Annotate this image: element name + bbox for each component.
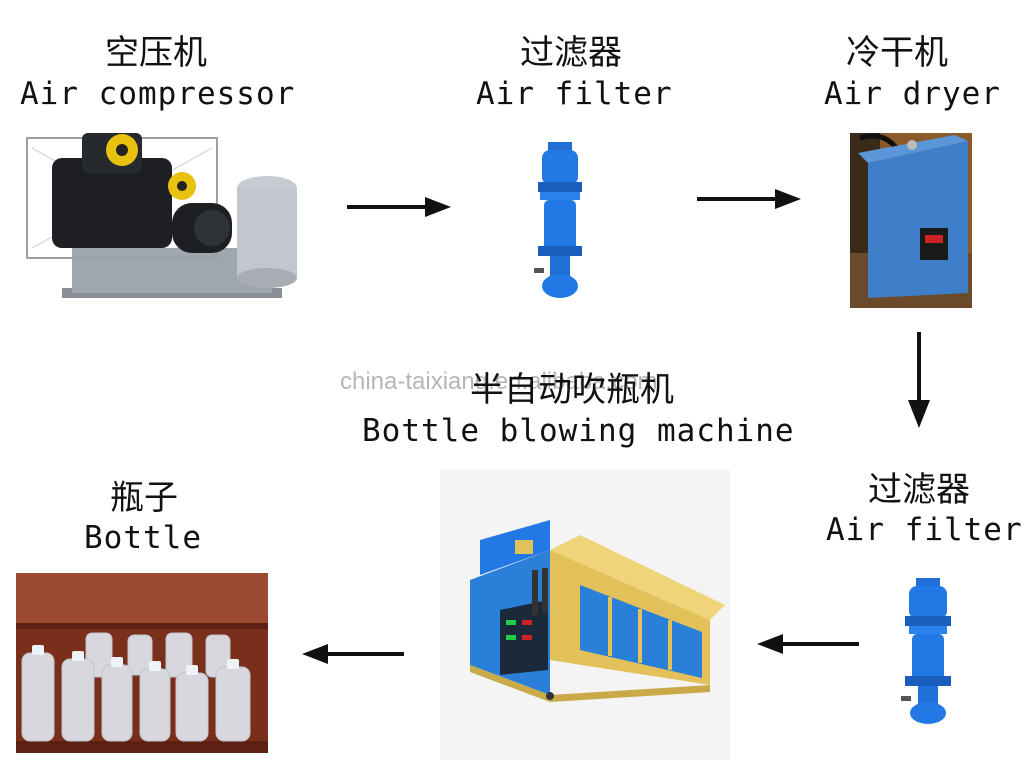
- bottle-label-en: Bottle: [84, 520, 202, 556]
- bottles-image: [16, 573, 268, 753]
- arrow-right-1: [345, 196, 455, 218]
- arrow-left-1: [755, 633, 861, 655]
- watermark: china-taixiang.en.alibaba.com: [340, 368, 658, 395]
- air-compressor-image: [22, 118, 304, 313]
- arrow-left-2: [300, 643, 406, 665]
- air-filter-image: [530, 140, 590, 300]
- air-dryer-label-zh: 冷干机: [846, 33, 948, 73]
- air-filter-label-en: Air filter: [476, 76, 673, 112]
- air-filter-image: [897, 576, 959, 726]
- air-compressor-label-zh: 空压机: [105, 33, 207, 73]
- air-filter-2-label-en: Air filter: [826, 512, 1023, 548]
- arrow-right-2: [695, 188, 805, 210]
- air-compressor-label-en: Air compressor: [20, 76, 296, 112]
- bottle-blowing-machine-label-zh: 半自动吹瓶机: [470, 370, 674, 410]
- bottle-blowing-machine-label-en: Bottle blowing machine: [362, 413, 795, 449]
- arrow-down: [906, 330, 932, 430]
- bottle-label-zh: 瓶子: [110, 478, 178, 518]
- air-filter-2-label-zh: 过滤器: [868, 470, 970, 510]
- air-dryer-image: [850, 133, 972, 308]
- air-dryer-label-en: Air dryer: [824, 76, 1001, 112]
- bottle-blowing-machine-image: [440, 470, 730, 760]
- air-filter-label-zh: 过滤器: [520, 33, 622, 73]
